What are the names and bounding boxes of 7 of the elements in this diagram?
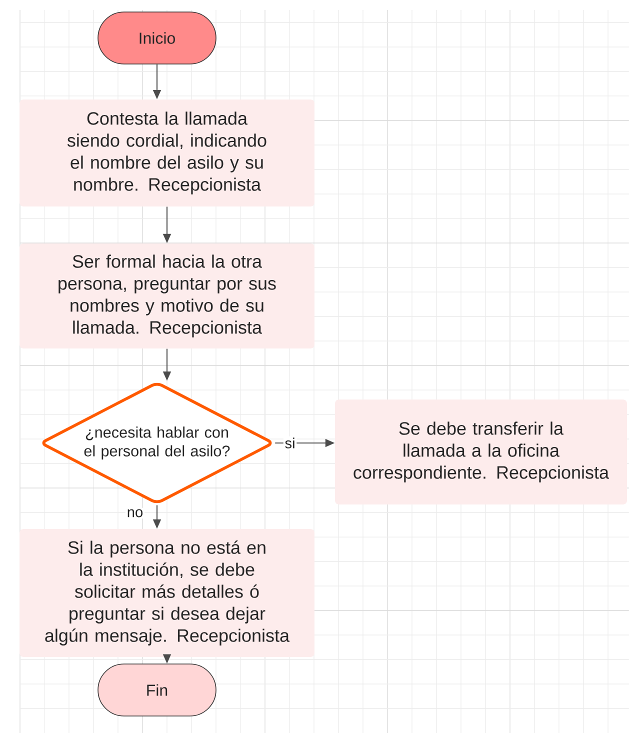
terminal-box: Inicio — [98, 12, 216, 64]
process-box: Ser formal hacia la otra persona, preguntar por sus nombres y motivo de su llamada. Recepcionista — [20, 243, 314, 349]
process-box: Contesta la llamada siendo cordial, indicando el nombre del asilo y su nombre. Recepcionista — [20, 100, 314, 206]
process-box: Si la persona no está en la institución, se debe solicitar más detalles ó preguntar si desea dejar algún mensaje. Recepcionista — [20, 529, 314, 657]
edge-label: no — [126, 508, 144, 519]
process-box: Se debe transferir la llamada a la oficina correspondiente. Recepcionista — [335, 399, 627, 505]
terminal-box: Fin — [98, 664, 216, 716]
